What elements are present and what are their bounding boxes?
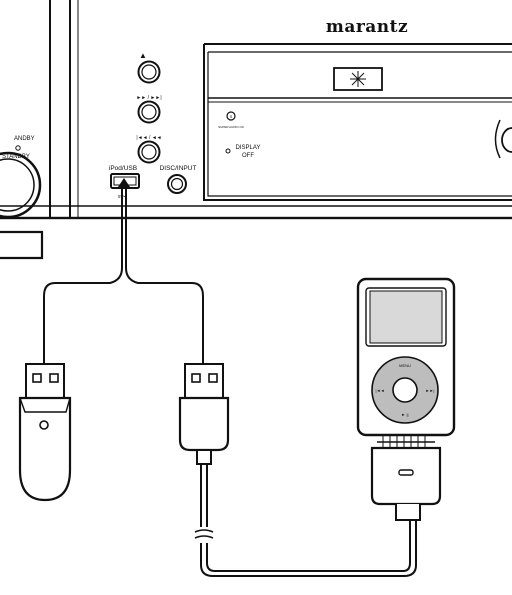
usb-insert-arrow [118,178,130,187]
dock-connector [370,436,442,521]
brand-logo: marantz [326,17,408,37]
player-front-panel [0,0,512,260]
panel-foot [0,230,44,260]
usb-dock-cable [178,363,417,577]
standby-indicator [15,145,21,151]
prev-symbol: |◄◄ / ◄◄ [136,135,161,141]
ipod [356,277,456,437]
eject-symbol: ▲ [139,51,147,60]
sacd-logo-mark: S [230,114,233,119]
standby-knob[interactable] [0,151,42,219]
tray-indicator-window [333,67,383,91]
next-symbol: ►► / ►►| [136,95,161,101]
usb-flash-drive [18,363,72,502]
sacd-logo: S SUPER AUDIO CD [218,111,245,129]
display-off-indicator [225,148,231,154]
eject-button[interactable] [137,60,161,84]
disc-input-button[interactable] [167,174,187,194]
ipod-wheel-menu: MENU [399,363,411,368]
display-off-label-1: DISPLAY [236,145,261,151]
ipod-wheel-prev: |◄◄ [376,388,385,393]
usb-port-label: iPod/USB [109,165,137,172]
ipod-wheel-next: ►►| [426,388,435,393]
ipod-wheel-play: ► || [401,412,408,417]
next-button[interactable] [137,100,161,124]
prev-button[interactable] [137,140,161,164]
standby-label-1: ANDBY [14,136,35,142]
disc-input-label: DISC/INPUT [160,165,197,172]
sacd-logo-text: SUPER AUDIO CD [218,125,245,129]
panel-body [0,0,512,220]
ipod-center-button[interactable] [392,377,418,403]
display-off-label-2: OFF [242,153,254,159]
right-knob-arc [494,119,501,159]
ipod-screen [369,290,443,344]
splitter-cable [43,187,204,364]
right-knob[interactable] [501,127,512,153]
standby-label-2: STANDBY [2,154,30,160]
disc-tray [203,43,512,201]
